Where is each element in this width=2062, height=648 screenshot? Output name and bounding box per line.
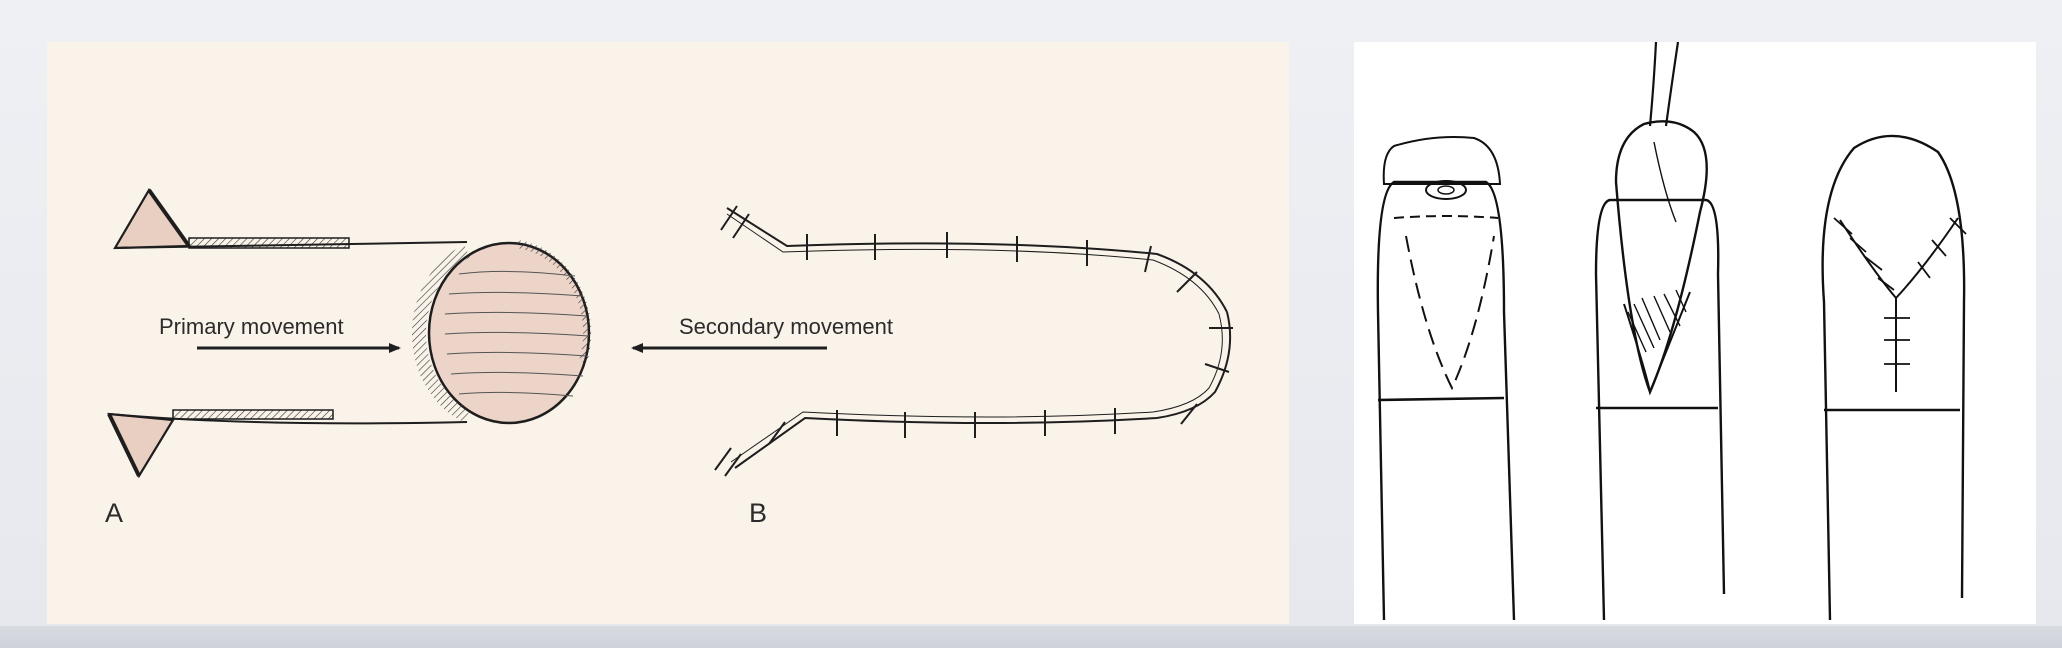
movement-diagram-panel: Primary movement Secondary movement A B [47, 42, 1289, 624]
suture-line-top [726, 207, 1228, 313]
panel-b-label: B [749, 498, 768, 528]
fingertip-flap-diagram [1376, 42, 1967, 621]
fingertip-flap-panel [1354, 42, 2036, 624]
movement-diagram [107, 187, 1233, 479]
slide-bottom-band [0, 626, 2062, 648]
figure-a-drawing [107, 187, 592, 479]
primary-movement-label: Primary movement [159, 314, 344, 339]
finger-stage-2 [1594, 42, 1726, 621]
figure-b-drawing [631, 205, 1233, 477]
advanced-flap [1614, 120, 1708, 396]
top-flap-triangle [113, 187, 192, 250]
bottom-flap-triangle [107, 412, 175, 479]
v-incision [1405, 235, 1495, 391]
finger-stage-3 [1821, 134, 1967, 621]
y-closure-line [1839, 217, 1959, 300]
panel-a-label: A [105, 498, 124, 528]
secondary-movement-label: Secondary movement [679, 314, 893, 339]
finger-stage-1 [1376, 136, 1516, 621]
amputated-tip [1382, 136, 1502, 185]
